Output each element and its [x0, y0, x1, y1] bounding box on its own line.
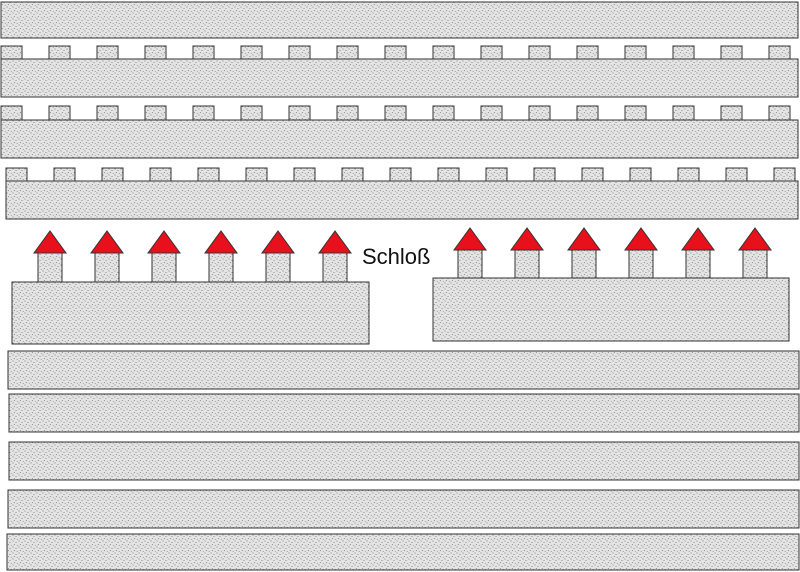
- merlon: [437, 167, 460, 182]
- merlon: [528, 105, 551, 121]
- red-roof: [453, 227, 487, 251]
- merlon: [528, 45, 551, 60]
- crenellated-wall: [5, 180, 799, 220]
- red-roof: [147, 230, 181, 254]
- merlon: [384, 45, 407, 60]
- merlon: [336, 45, 359, 60]
- merlon: [432, 45, 455, 60]
- merlon: [336, 105, 359, 121]
- red-roof: [738, 227, 772, 251]
- merlon: [533, 167, 556, 182]
- merlon: [725, 167, 748, 182]
- red-roof: [204, 230, 238, 254]
- merlon: [0, 45, 23, 60]
- merlon: [720, 105, 743, 121]
- tower: [457, 249, 483, 279]
- crenellated-wall: [0, 58, 799, 98]
- crenellated-wall: [0, 119, 799, 159]
- tower: [322, 252, 348, 283]
- tower: [37, 252, 63, 283]
- merlon: [144, 45, 167, 60]
- tower: [151, 252, 177, 283]
- merlon: [192, 45, 215, 60]
- merlon: [432, 105, 455, 121]
- tower: [514, 249, 540, 279]
- tower: [742, 249, 768, 279]
- merlon: [96, 105, 119, 121]
- merlon: [245, 167, 268, 182]
- merlon: [581, 167, 604, 182]
- merlon: [672, 45, 695, 60]
- merlon: [96, 45, 119, 60]
- merlon: [48, 105, 71, 121]
- merlon: [192, 105, 215, 121]
- tower: [208, 252, 234, 283]
- merlon: [48, 45, 71, 60]
- merlon: [384, 105, 407, 121]
- merlon: [773, 167, 796, 182]
- red-roof: [90, 230, 124, 254]
- merlon: [576, 45, 599, 60]
- merlon: [144, 105, 167, 121]
- wall-strip: [0, 1, 799, 39]
- merlon: [389, 167, 412, 182]
- red-roof: [510, 227, 544, 251]
- merlon: [480, 45, 503, 60]
- merlon: [341, 167, 364, 182]
- wall-strip: [8, 393, 800, 433]
- merlon: [293, 167, 316, 182]
- wall-strip: [6, 533, 800, 571]
- tower-base-block: [11, 281, 370, 345]
- tower: [628, 249, 654, 279]
- merlon: [677, 167, 700, 182]
- tower-base-block: [432, 277, 790, 342]
- merlon: [672, 105, 695, 121]
- merlon: [0, 105, 23, 121]
- merlon: [629, 167, 652, 182]
- merlon: [485, 167, 508, 182]
- merlon: [288, 45, 311, 60]
- merlon: [240, 45, 263, 60]
- tower: [94, 252, 120, 283]
- title-label: Schloß: [362, 244, 430, 269]
- merlon: [53, 167, 76, 182]
- merlon: [149, 167, 172, 182]
- wall-strip: [7, 350, 800, 390]
- red-roof: [33, 230, 67, 254]
- red-roof: [681, 227, 715, 251]
- merlon: [576, 105, 599, 121]
- merlon: [240, 105, 263, 121]
- merlon: [624, 45, 647, 60]
- tower: [265, 252, 291, 283]
- merlon: [768, 45, 791, 60]
- merlon: [720, 45, 743, 60]
- wall-strip: [8, 441, 800, 481]
- merlon: [197, 167, 220, 182]
- merlon: [288, 105, 311, 121]
- red-roof: [567, 227, 601, 251]
- tower: [571, 249, 597, 279]
- red-roof: [624, 227, 658, 251]
- red-roof: [261, 230, 295, 254]
- merlon: [480, 105, 503, 121]
- merlon: [624, 105, 647, 121]
- merlon: [5, 167, 28, 182]
- wall-strip: [7, 489, 800, 529]
- red-roof: [318, 230, 352, 254]
- merlon: [768, 105, 791, 121]
- tower: [685, 249, 711, 279]
- merlon: [101, 167, 124, 182]
